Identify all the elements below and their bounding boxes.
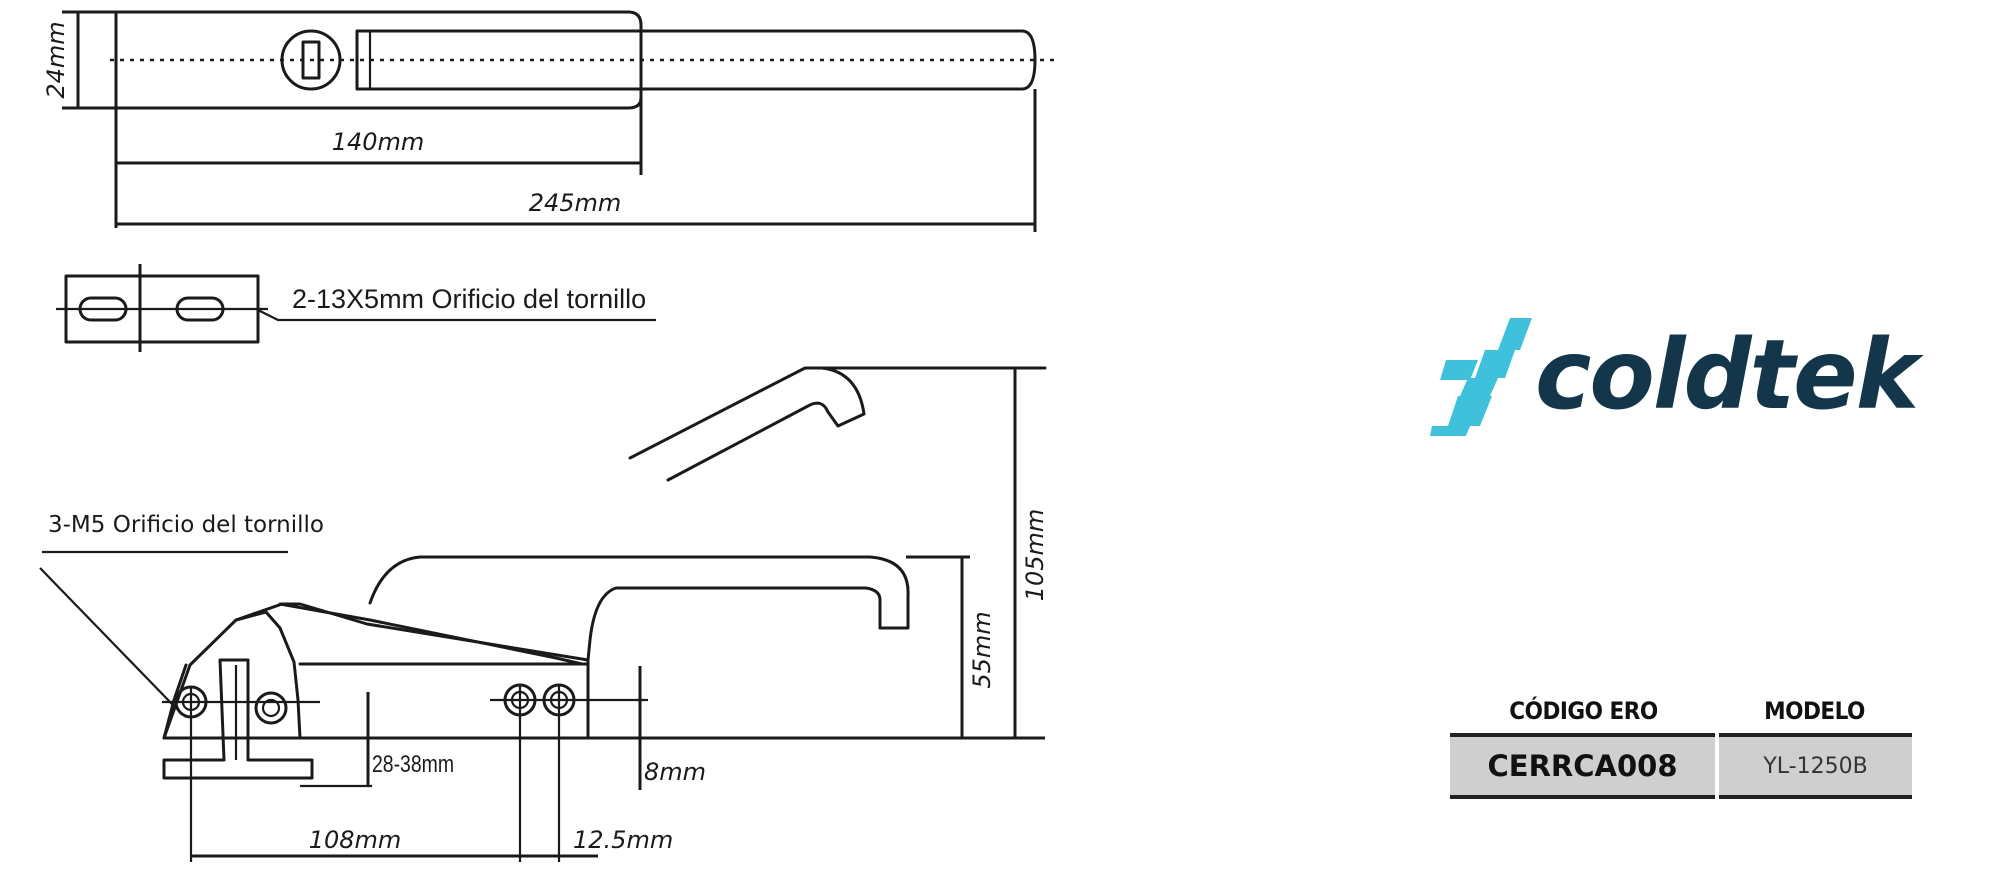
bolt-icon [1430,318,1532,436]
spec-table: CÓDIGO ERO MODELO CERRCA008 YL-1250B [1450,697,1912,799]
header-codigo-ero: CÓDIGO ERO [1509,697,1658,725]
header-modelo: MODELO [1764,697,1865,725]
dim-28-38mm-label: 28-38mm [372,751,454,778]
top-view: 24mm 140mm 245mm [42,10,1055,232]
dim-245mm-label: 245mm [529,189,622,217]
product-model: YL-1250B [1717,735,1912,797]
slot-bracket-view: 2-13X5mm Orificio del tornillo [56,264,656,352]
side-view: 3-M5 Orificio del tornillo 55mm 105mm 28… [39,366,1049,862]
dim-140mm-label: 140mm [332,128,425,156]
dim-55mm-label: 55mm [968,611,996,688]
dim-24mm-label: 24mm [42,21,70,98]
dim-105mm-label: 105mm [1021,509,1049,602]
brand-wordmark: coldtek [1535,319,1924,431]
brand-logo: coldtek [1430,318,1926,436]
spec-table-header-row: CÓDIGO ERO MODELO [1450,697,1912,735]
spec-table-row: CERRCA008 YL-1250B [1450,735,1912,797]
product-code: CERRCA008 [1450,735,1719,797]
screw-holes-note: 3-M5 Orificio del tornillo [48,512,324,538]
dim-108mm-label: 108mm [309,826,402,854]
dim-12-5mm-label: 12.5mm [573,826,673,854]
dim-8mm-label: 8mm [644,758,706,786]
slot-holes-note: 2-13X5mm Orificio del tornillo [292,284,646,314]
